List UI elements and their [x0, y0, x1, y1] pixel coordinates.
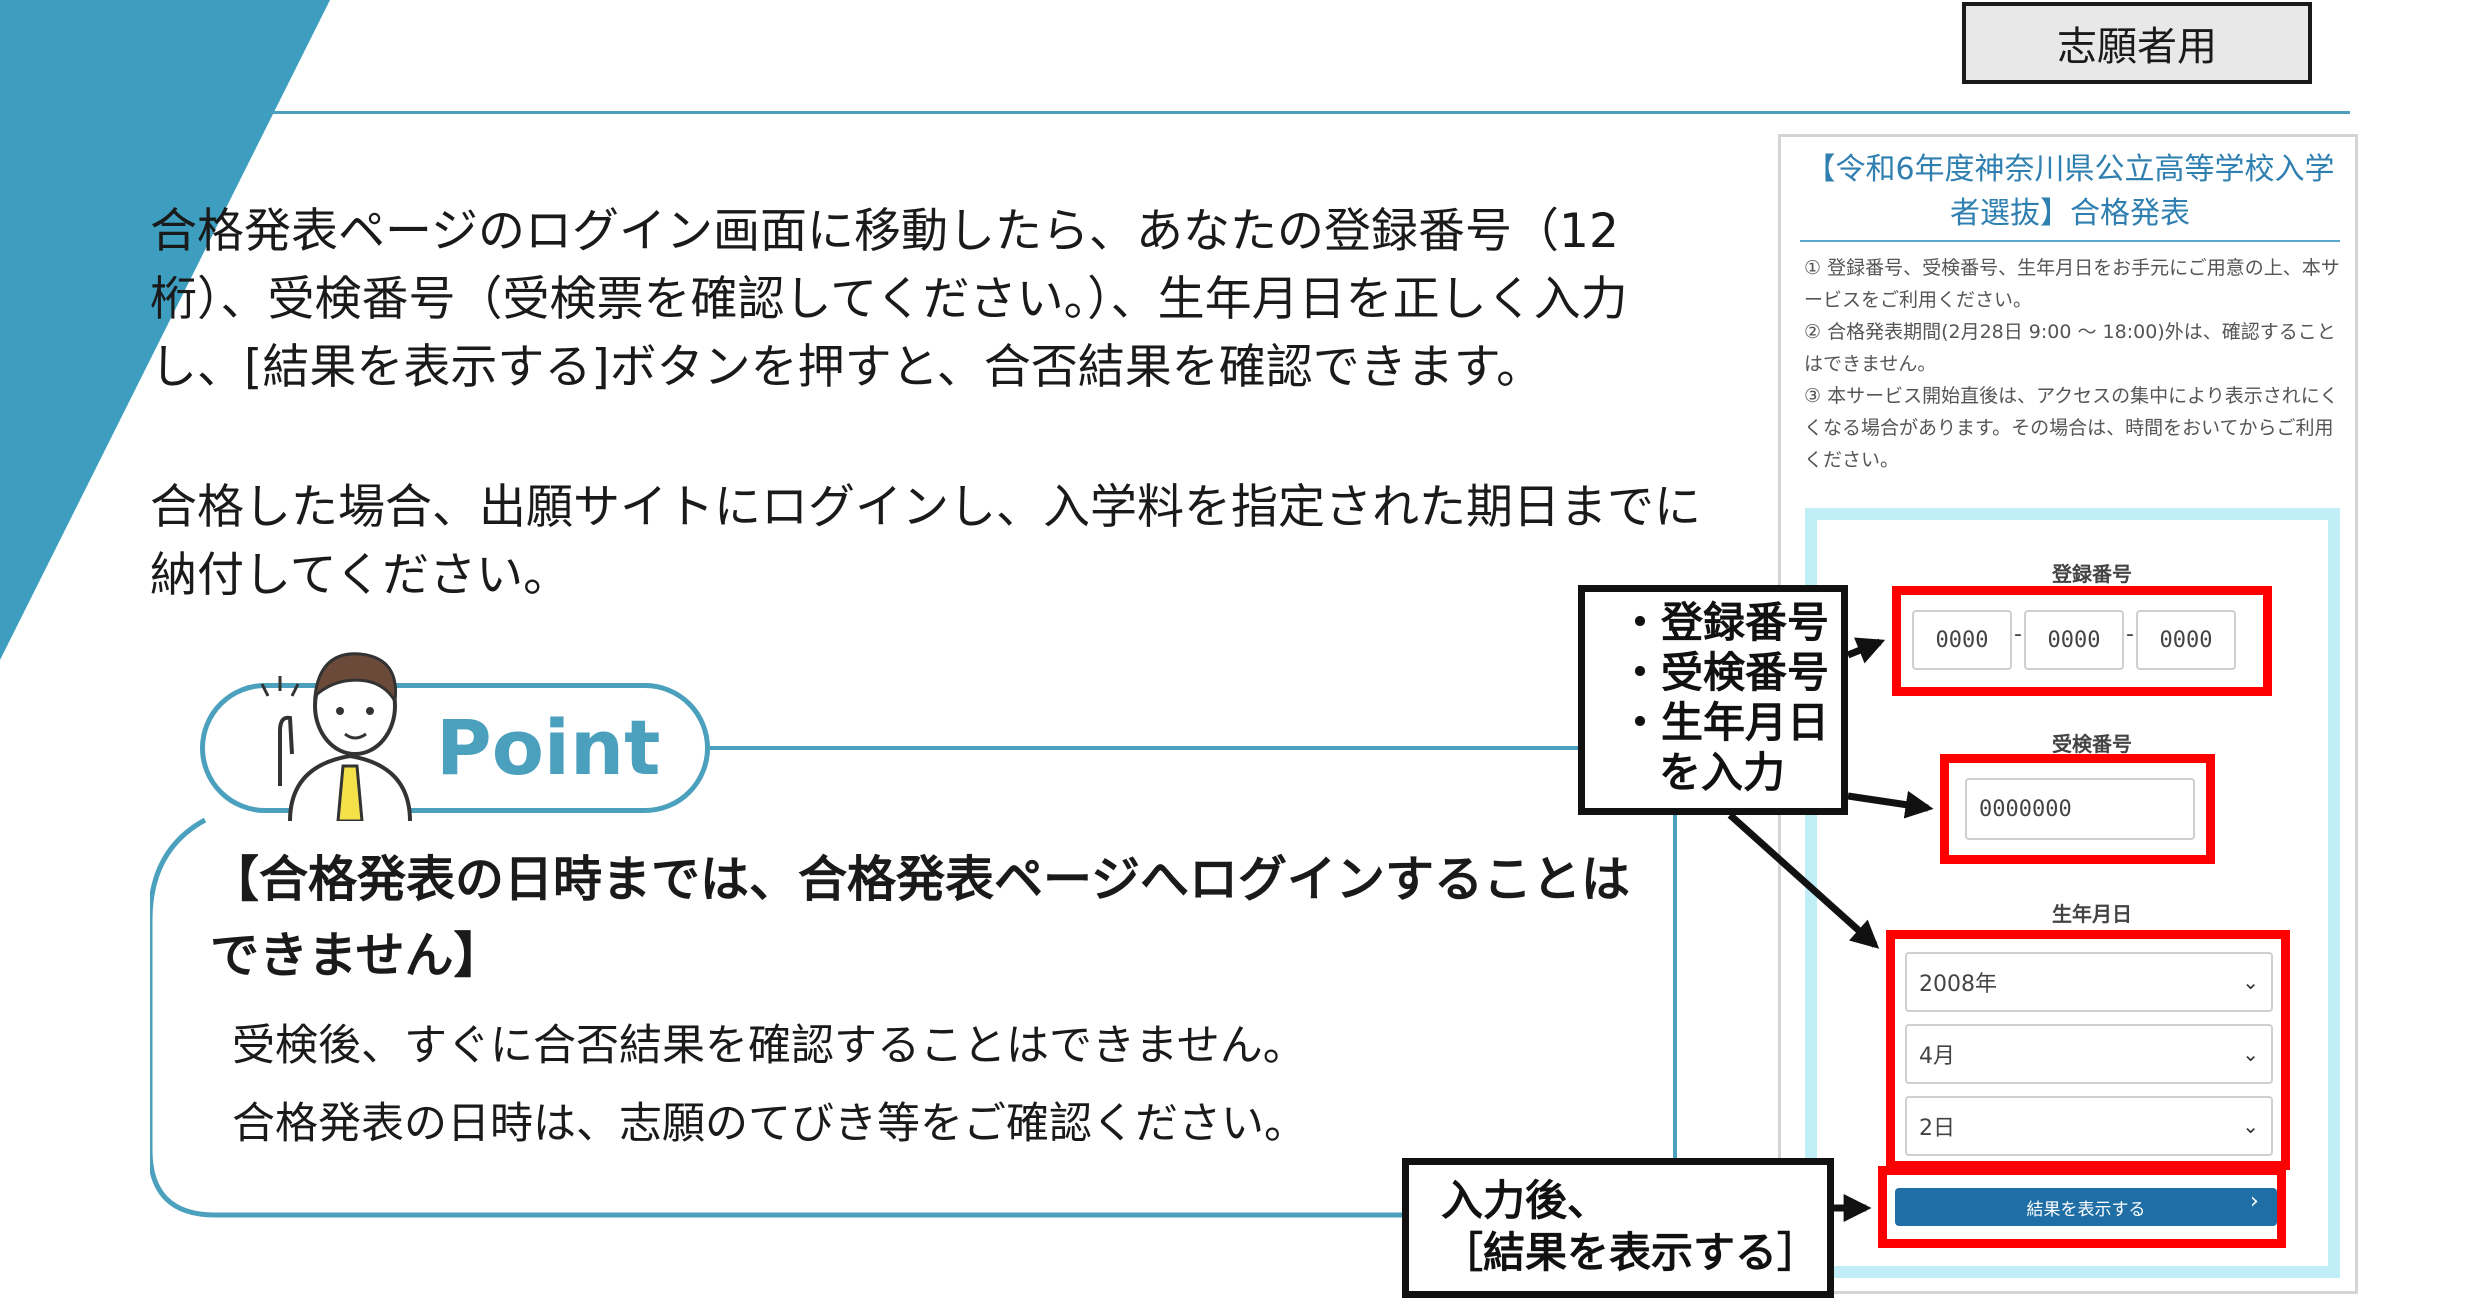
point-body-line: 合格発表の日時は、志願のてびき等をご確認ください。: [232, 1099, 1307, 1149]
corner-decoration: [0, 0, 330, 660]
instruction-paragraph: 合格発表ページのログイン画面に移動したら、あなたの登録番号（12 桁）、受検番号…: [150, 204, 1628, 395]
notice-item: ① 登録番号、受検番号、生年月日をお手元にご用意の上、本サービスをご利用ください…: [1804, 257, 2340, 311]
birth-month-value: 4月: [1919, 1044, 1955, 1069]
notice-list: ① 登録番号、受検番号、生年月日をお手元にご用意の上、本サービスをご利用ください…: [1804, 252, 2344, 476]
payment-paragraph: 合格した場合、出願サイトにログインし、入学料を指定された期日までに納付してくださ…: [150, 480, 1701, 603]
login-title: 【令和6年度神奈川県公立高等学校入学者選抜】合格発表: [1805, 152, 2335, 231]
birth-day-select[interactable]: 2日 ⌄: [1905, 1096, 2273, 1156]
header-divider: [270, 111, 2350, 114]
callout-line: ・登録番号: [1619, 598, 1830, 647]
callout-line: 入力後、: [1441, 1176, 1610, 1225]
highlight-exam-number: [1940, 754, 2215, 864]
registration-number-input-2[interactable]: 0000: [2024, 610, 2124, 670]
point-body-line: 受検後、すぐに合否結果を確認することはできません。: [232, 1021, 1306, 1071]
birthdate-label: 生年月日: [2052, 902, 2132, 926]
point-heading: 【合格発表の日時までは、合格発表ページへログインすることはできません】: [210, 851, 1631, 984]
input-callout: ・登録番号 ・受検番号 ・生年月日 を入力: [1578, 585, 1848, 815]
chevron-right-icon: ›: [2250, 1189, 2259, 1214]
registration-number-input-3[interactable]: 0000: [2136, 610, 2236, 670]
birth-month-select[interactable]: 4月 ⌄: [1905, 1024, 2273, 1084]
registration-number-input-1[interactable]: 0000: [1912, 610, 2012, 670]
registration-number-label: 登録番号: [2052, 562, 2132, 586]
callout-line: を入力: [1659, 748, 1786, 797]
highlight-birthdate: [1886, 930, 2290, 1170]
notice-item: ② 合格発表期間(2月28日 9:00 ～ 18:00)外は、確認することはでき…: [1804, 321, 2336, 375]
highlight-registration: [1892, 586, 2272, 696]
highlight-submit: [1878, 1166, 2286, 1248]
mascot-person-icon: [260, 652, 412, 821]
birth-year-value: 2008年: [1919, 972, 1997, 997]
birth-year-select[interactable]: 2008年 ⌄: [1905, 952, 2273, 1012]
title-divider: [1800, 240, 2340, 242]
submit-callout: 入力後、 ［結果を表示する］: [1402, 1158, 1834, 1298]
registration-dash: -: [2126, 622, 2134, 647]
chevron-down-icon: ⌄: [2242, 1114, 2259, 1138]
exam-number-input[interactable]: 0000000: [1965, 778, 2195, 840]
callout-line: ・受検番号: [1619, 648, 1830, 697]
callout-line: ［結果を表示する］: [1441, 1228, 1820, 1277]
chevron-down-icon: ⌄: [2242, 1042, 2259, 1066]
audience-tag: 志願者用: [1962, 2, 2312, 84]
registration-dash: -: [2014, 622, 2022, 647]
notice-item: ③ 本サービス開始直後は、アクセスの集中により表示されにくくなる場合があります。…: [1804, 385, 2339, 471]
show-result-button[interactable]: 結果を表示する: [1895, 1188, 2277, 1226]
exam-number-label: 受検番号: [2052, 732, 2132, 756]
callout-line: ・生年月日: [1619, 698, 1830, 747]
birth-day-value: 2日: [1919, 1116, 1955, 1141]
point-box-frame: [150, 740, 1680, 1218]
point-label: Point: [436, 703, 661, 792]
chevron-down-icon: ⌄: [2242, 970, 2259, 994]
